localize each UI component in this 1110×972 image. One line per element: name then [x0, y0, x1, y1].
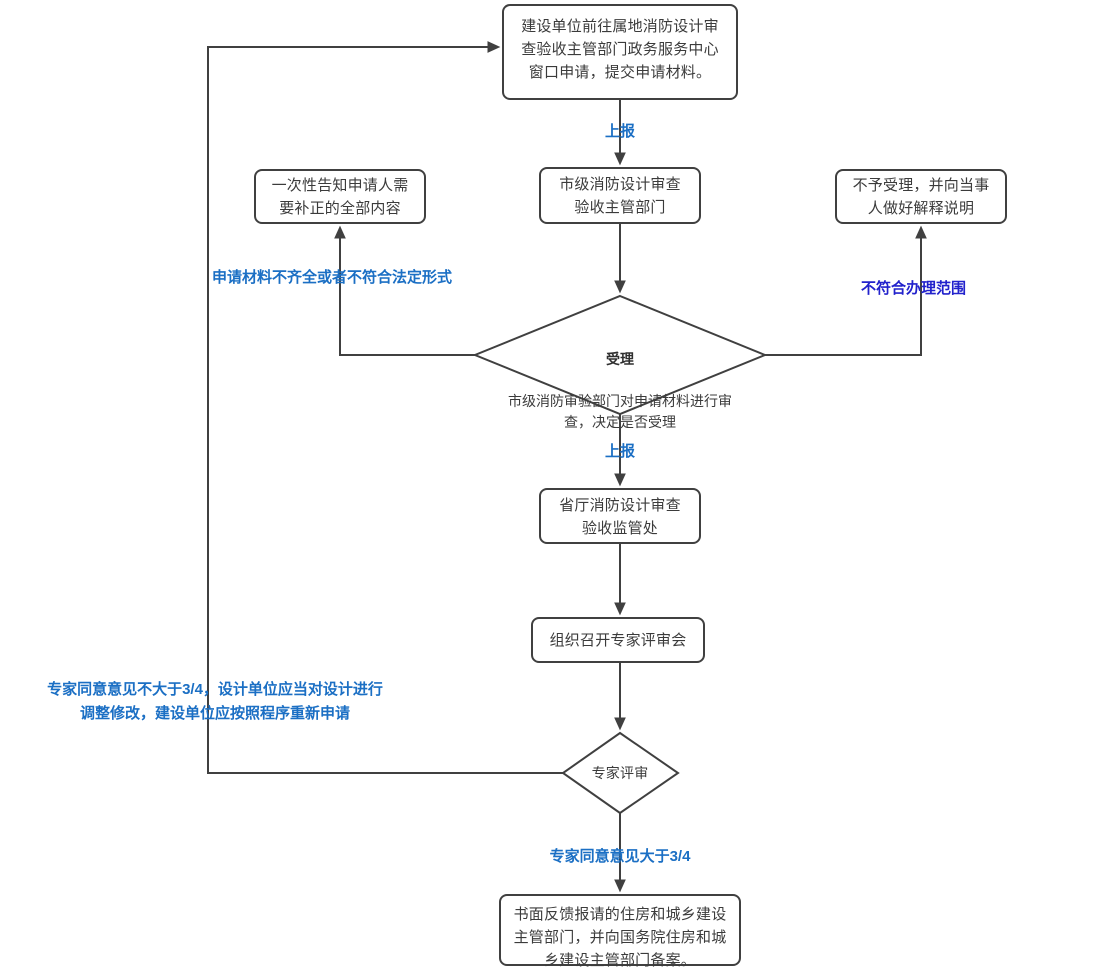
node-apply-shape [502, 4, 738, 100]
edge-label-not-enough-agree: 专家同意意见不大于3/4，设计单位应当对设计进行 调整修改，建设单位应按照程序重… [47, 681, 383, 722]
node-expert-review-diamond [561, 731, 680, 815]
node-province-dept-shape [539, 488, 701, 544]
node-notify-supplement-shape [254, 169, 426, 224]
edge-accept-to-notify [334, 225, 475, 356]
edge-label-enough-agree: 专家同意意见大于3/4 [549, 848, 691, 865]
node-expert-meeting-shape [531, 617, 705, 663]
edge-label-report-1: 上报 [604, 123, 635, 140]
node-accept-body: 市级消防审验部门对申请材料进行审 查，决定是否受理 [508, 393, 732, 430]
node-accept-label: 受理 市级消防审验部门对申请材料进行审 查，决定是否受理 [460, 328, 780, 433]
edge-label-incomplete: 申请材料不齐全或者不符合法定形式 [212, 269, 453, 286]
edge-accept-to-reject [765, 225, 927, 356]
node-reject-shape [835, 169, 1007, 224]
node-city-dept-shape [539, 167, 701, 224]
node-accept-title: 受理 [606, 351, 634, 367]
node-feedback-shape [499, 894, 741, 966]
edge-review-back-to-apply [207, 41, 563, 774]
edge-label-out-of-scope: 不符合办理范围 [861, 280, 967, 297]
edge-label-report-2: 上报 [604, 443, 635, 460]
